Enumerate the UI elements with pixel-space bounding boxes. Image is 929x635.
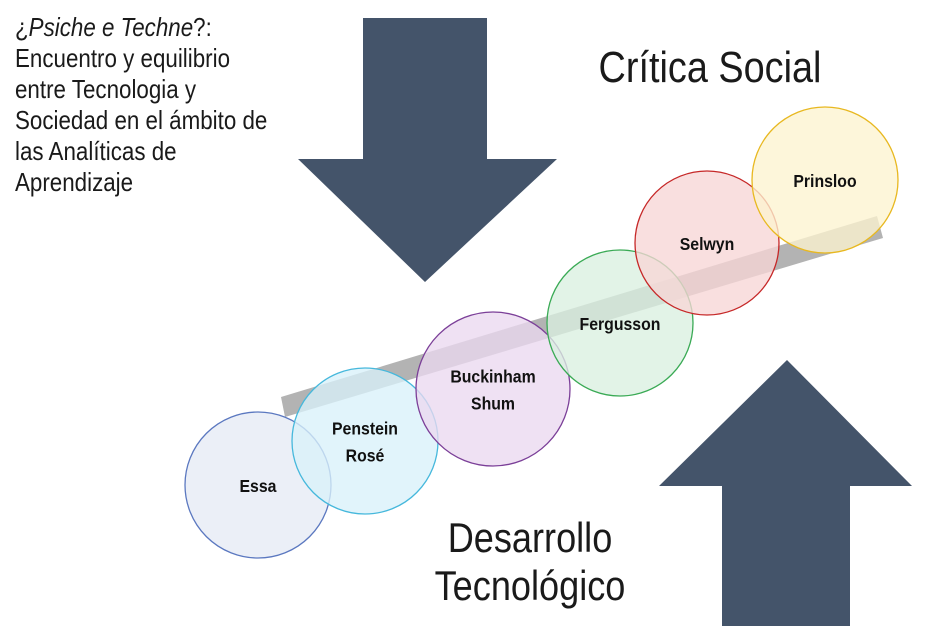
diagram-title: ¿Psiche e Techne?: Encuentro y equilibri… — [15, 12, 268, 198]
author-label: Essa — [240, 476, 277, 496]
author-label: Prinsloo — [793, 171, 856, 191]
title-line: Encuentro y equilibrio — [15, 43, 231, 73]
author-label: Penstein — [332, 419, 398, 439]
critica-social-label: Crítica Social — [598, 43, 822, 92]
title-line: Aprendizaje — [15, 167, 134, 197]
title-line: las Analíticas de — [15, 136, 177, 166]
author-node: Prinsloo — [751, 106, 899, 254]
arrow-down-shape — [298, 18, 557, 282]
title-first-line: ¿Psiche e Techne?: — [15, 12, 260, 43]
title-line: entre Tecnologia y — [15, 74, 197, 104]
author-circle — [634, 170, 780, 316]
author-label: Shum — [471, 394, 515, 414]
title-italic: Psiche e Techne — [28, 12, 194, 42]
author-label: Selwyn — [680, 234, 735, 254]
title-prefix: ¿ — [15, 12, 29, 42]
author-circle — [415, 311, 571, 467]
arrow-up-shape — [659, 360, 912, 626]
author-label: Rosé — [346, 446, 385, 466]
title-suffix: ?: — [193, 12, 212, 42]
author-circle — [751, 106, 899, 254]
author-node: Selwyn — [634, 170, 780, 316]
desarrollo-line-1: Desarrollo — [447, 514, 613, 561]
title-line: Sociedad en el ámbito de — [15, 105, 268, 135]
desarrollo-line-2: Tecnológico — [434, 562, 626, 609]
desarrollo-tecnologico-label: Desarrollo Tecnológico — [401, 514, 659, 610]
author-label: Fergusson — [580, 314, 661, 334]
circles-layer: EssaPensteinRoséBuckinhamShumFergussonSe… — [184, 106, 899, 559]
author-label: Buckinham — [450, 367, 535, 387]
